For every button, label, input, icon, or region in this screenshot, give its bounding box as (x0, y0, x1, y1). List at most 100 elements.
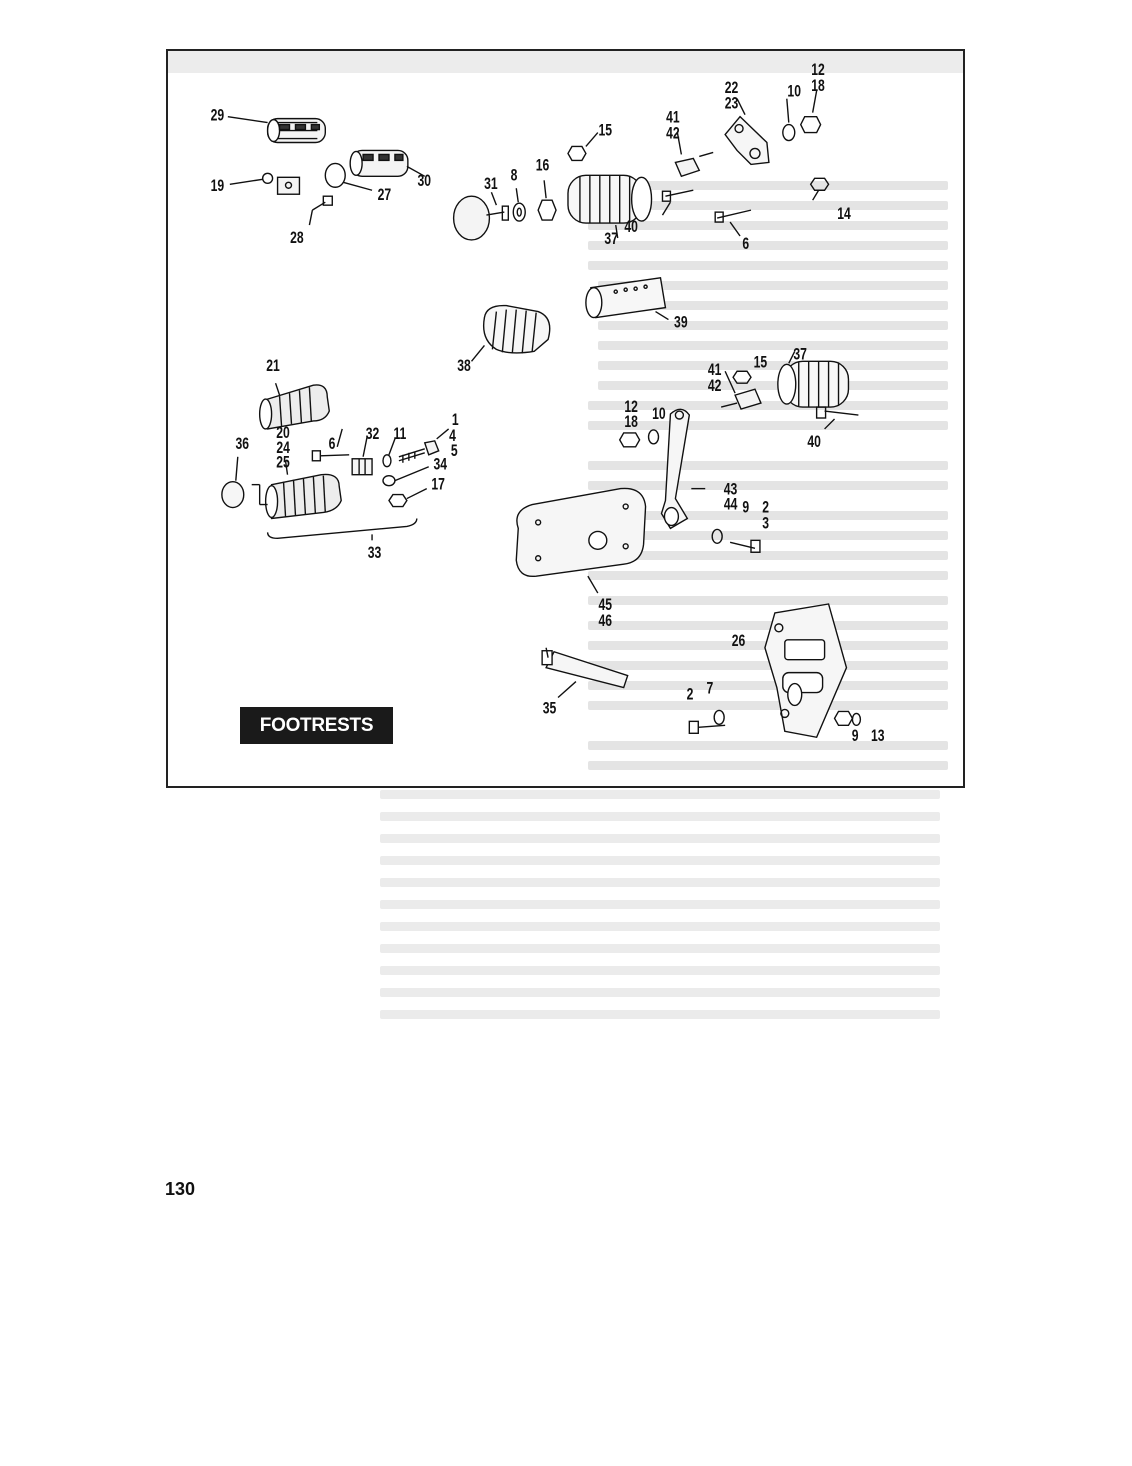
washer-10-middle (647, 429, 660, 445)
callout-35: 35 (543, 700, 557, 718)
callout-33: 33 (368, 544, 382, 562)
pin-41-right (720, 388, 762, 410)
bleed-through-background (168, 51, 963, 786)
callout-6: 6 (742, 235, 749, 253)
washer-9 (711, 528, 723, 545)
washer-7 (713, 709, 725, 726)
callout-1: 1 (452, 411, 459, 429)
callout-37b: 37 (793, 346, 807, 364)
bolt-28 (312, 195, 333, 211)
nut-19 (261, 172, 274, 184)
nut-12-middle (618, 432, 641, 448)
bolt-40-top (661, 189, 694, 202)
footrest-rubber-30 (349, 149, 409, 178)
callout-34: 34 (433, 456, 447, 474)
nameplate-45 (515, 487, 647, 578)
callout-13: 13 (871, 727, 885, 745)
callout-15b: 15 (754, 354, 768, 372)
footrest-rubber-37-top (567, 174, 653, 224)
callout-29: 29 (211, 107, 225, 125)
washer-8 (512, 202, 526, 222)
bolt-assembly-4 (398, 440, 440, 463)
callout-44: 44 (724, 496, 738, 514)
callout-2b: 2 (687, 686, 694, 704)
end-cap-36 (221, 480, 245, 509)
callout-45: 45 (598, 596, 612, 614)
callout-9b: 9 (852, 727, 859, 745)
footrest-rubber-25 (264, 473, 342, 520)
footrest-rubber-29 (266, 117, 327, 144)
nut-15-right (732, 370, 752, 384)
callout-17: 17 (431, 476, 445, 494)
callout-11: 11 (393, 425, 406, 443)
callout-6b: 6 (329, 435, 336, 453)
ghost-header-bar (168, 51, 963, 73)
shift-lever-35 (541, 647, 629, 689)
callout-22: 22 (725, 79, 739, 97)
callout-39: 39 (674, 314, 688, 332)
callout-42b: 42 (708, 377, 722, 395)
footrest-tube-39 (585, 276, 667, 319)
callout-15: 15 (598, 122, 612, 140)
exploded-parts-diagram: 29 30 19 27 28 31 8 16 15 41 42 22 23 10… (211, 61, 885, 746)
bolt-6-top (714, 209, 752, 223)
callout-16: 16 (536, 157, 550, 175)
callout-40: 40 (624, 218, 638, 236)
lever-arm-43 (660, 408, 691, 530)
callout-3: 3 (762, 515, 769, 533)
callout-30: 30 (417, 172, 431, 190)
retaining-ring-27 (324, 162, 346, 188)
nut-12 (799, 115, 822, 134)
bolt-2-3 (729, 539, 761, 553)
clevis-block (276, 176, 301, 195)
callout-8: 8 (511, 167, 518, 185)
section-title: FOOTRESTS (240, 707, 393, 744)
nut-17 (388, 493, 408, 508)
callout-32: 32 (366, 425, 380, 443)
nut-15 (567, 145, 587, 162)
callout-41: 41 (666, 109, 680, 127)
callout-12: 12 (811, 61, 825, 79)
washer-9-bottom (851, 712, 862, 727)
nut-14 (809, 177, 830, 191)
callout-27: 27 (378, 186, 392, 204)
callout-26: 26 (732, 632, 746, 650)
page-number: 130 (165, 1179, 196, 1199)
callout-18: 18 (811, 77, 825, 95)
callout-38: 38 (457, 357, 471, 375)
callout-25: 25 (276, 454, 290, 472)
callout-14: 14 (837, 205, 851, 223)
footrest-bracket-26 (764, 603, 848, 739)
bracket-22 (724, 115, 770, 166)
footrest-rubber-21 (258, 384, 331, 430)
nut-13 (833, 710, 854, 727)
callout-5: 5 (451, 442, 458, 460)
callout-2: 2 (762, 499, 769, 517)
callout-4: 4 (449, 427, 456, 445)
callout-41b: 41 (708, 361, 722, 379)
callout-43: 43 (724, 481, 738, 499)
callout-12b: 12 (624, 398, 638, 416)
nut-16 (537, 199, 557, 221)
washer-11 (382, 454, 392, 468)
callout-9: 9 (742, 499, 749, 517)
callout-21: 21 (266, 357, 280, 375)
footrest-rubber-38 (482, 304, 551, 354)
callout-42: 42 (666, 125, 680, 143)
washer-10 (782, 123, 796, 142)
bleed-through-lower (380, 790, 970, 1035)
callout-31: 31 (484, 175, 498, 193)
diagram-frame: 29 30 19 27 28 31 8 16 15 41 42 22 23 10… (166, 49, 965, 788)
callout-46: 46 (598, 612, 612, 630)
callout-24: 24 (276, 439, 290, 457)
callout-28: 28 (290, 229, 304, 247)
callout-19: 19 (211, 177, 225, 195)
callout-7: 7 (707, 680, 714, 698)
bolt-2-bottom (688, 720, 726, 734)
callout-10b: 10 (652, 405, 666, 423)
callout-36: 36 (235, 435, 249, 453)
washer-34 (382, 474, 396, 487)
callout-10: 10 (787, 83, 801, 101)
clevis-32 (351, 458, 373, 476)
callout-40b: 40 (807, 433, 821, 451)
